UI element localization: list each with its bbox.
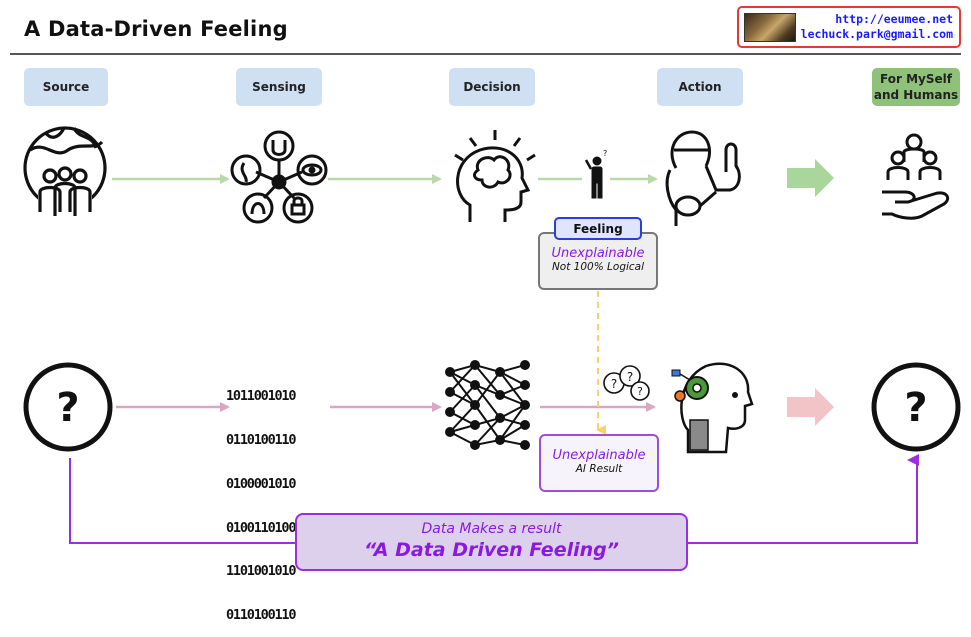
binary-row: 0110100110 (226, 607, 296, 624)
confused-person-icon: ? (584, 149, 607, 199)
feeling-tag: Feeling (554, 217, 642, 240)
title-divider (10, 53, 961, 55)
brand-logo (744, 13, 796, 42)
page-title: A Data-Driven Feeling (24, 17, 288, 41)
brain-head-icon (454, 130, 536, 222)
brand-box[interactable]: http://eeumee.net lechuck.park@gmail.com (737, 6, 961, 48)
ai-block-arrow (787, 388, 834, 426)
result-line1: Data Makes a result (421, 521, 562, 537)
ai-result-note: Unexplainable AI Result (539, 434, 659, 492)
strong-man-icon (665, 130, 741, 226)
binary-data-icon: 1011001010 0110100110 0100001010 0100110… (226, 360, 330, 637)
feeling-note-sub: Not 100% Logical (551, 261, 645, 273)
binary-row: 0100110100 (226, 519, 296, 536)
stage-action: Action (657, 68, 743, 106)
ai-note-sub: AI Result (575, 463, 623, 475)
binary-row: 1101001010 (226, 563, 296, 580)
svg-text:?: ? (637, 385, 643, 398)
binary-row: 1011001010 (226, 388, 296, 405)
stage-goal-line2: and Humans (873, 88, 959, 102)
result-loop-arrow (69, 458, 917, 544)
binary-row: 0100001010 (226, 475, 296, 492)
svg-text:?: ? (627, 370, 633, 384)
svg-text:?: ? (611, 377, 617, 391)
question-circle-icon-right: ? (871, 362, 961, 452)
globe-people-icon (23, 126, 107, 216)
stage-sensing: Sensing (236, 68, 322, 106)
diagram-canvas: ? ? ? ? (23, 126, 961, 544)
stage-goal-line1: For MySelf (880, 72, 952, 86)
brand-email[interactable]: lechuck.park@gmail.com (800, 27, 953, 41)
neural-network-icon (445, 360, 530, 450)
svg-text:?: ? (904, 385, 927, 431)
feeling-note-title: Unexplainable (551, 246, 645, 261)
result-line2: “A Data Driven Feeling” (364, 539, 619, 561)
question-circle-icon-left: ? (23, 362, 113, 452)
svg-text:?: ? (603, 149, 607, 158)
binary-row: 0110100110 (226, 431, 296, 448)
svg-text:?: ? (56, 385, 79, 431)
people-in-hand-icon (882, 133, 950, 220)
data-result-box: Data Makes a result “A Data Driven Feeli… (295, 513, 688, 571)
human-block-arrow (787, 159, 834, 197)
feeling-note: Unexplainable Not 100% Logical (538, 232, 658, 290)
stage-decision: Decision (449, 68, 535, 106)
ai-note-title: Unexplainable (552, 448, 646, 463)
question-bubbles-icon: ? ? ? (603, 365, 650, 401)
stage-source: Source (24, 68, 108, 106)
robot-head-icon (671, 362, 754, 454)
brand-url[interactable]: http://eeumee.net (835, 12, 953, 26)
biometric-senses-icon (230, 130, 328, 224)
stage-goal: For MySelf and Humans (872, 68, 960, 106)
